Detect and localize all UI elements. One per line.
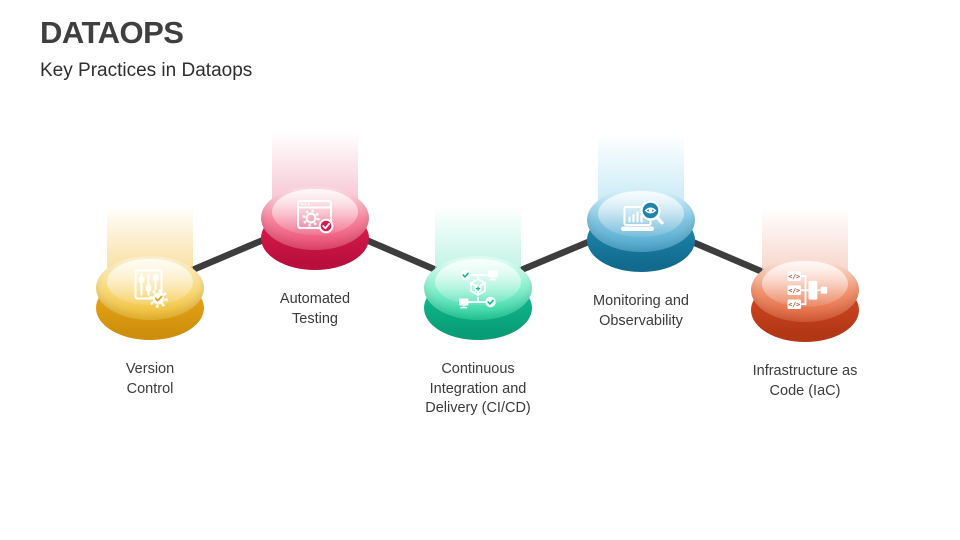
- disc-shape: </> </> </>: [751, 258, 859, 342]
- svg-text:</>: </>: [788, 301, 800, 309]
- practice-node-version-control: Version Control: [96, 206, 204, 397]
- svg-text:</>: </>: [788, 287, 800, 295]
- disc-shape: [587, 188, 695, 272]
- page-title: DATAOPS: [40, 15, 184, 50]
- practice-node-automated-testing: Automated Testing: [261, 132, 369, 327]
- node-label: Automated Testing: [279, 291, 351, 327]
- disc-shape: [261, 186, 369, 270]
- version-control-icon: [134, 269, 168, 308]
- cicd-icon: [459, 269, 498, 309]
- disc-shape: [424, 256, 532, 340]
- header: DATAOPS Key Practices in Dataops: [40, 15, 253, 82]
- disc-shape: [96, 256, 204, 340]
- node-label: Continuous Integration and Delivery (CI/…: [425, 361, 531, 417]
- practice-node-monitoring: Monitoring and Observability: [587, 134, 695, 329]
- node-label: Monitoring and Observability: [593, 293, 689, 329]
- page-subtitle: Key Practices in Dataops: [40, 60, 253, 82]
- svg-text:</>: </>: [788, 273, 800, 281]
- iac-icon: </> </> </>: [787, 271, 828, 309]
- practice-node-cicd: Continuous Integration and Delivery (CI/…: [424, 206, 532, 416]
- monitoring-icon: [621, 200, 664, 231]
- node-label: Version Control: [125, 361, 175, 397]
- practice-node-iac: </> </> </> Infrastructure as Code (IaC): [751, 208, 859, 399]
- automated-testing-icon: [297, 200, 334, 234]
- node-label: Infrastructure as Code (IaC): [752, 363, 858, 399]
